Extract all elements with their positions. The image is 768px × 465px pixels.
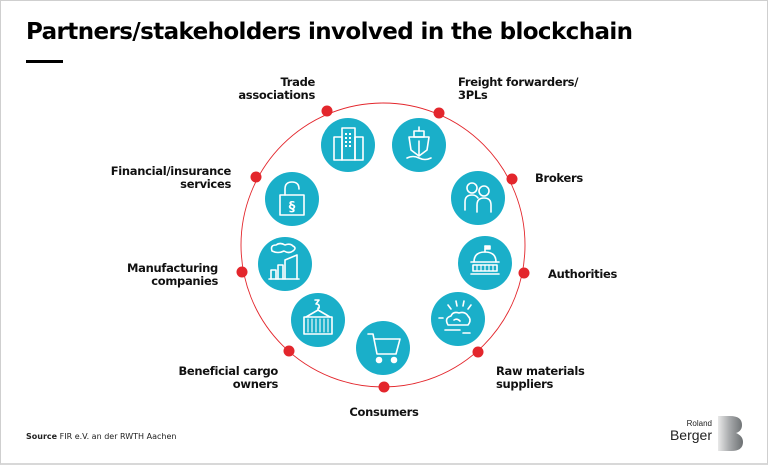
label-line: Authorities: [548, 267, 618, 281]
office-buildings-icon: [333, 127, 364, 161]
label-line: Financial/insurance: [110, 164, 232, 178]
dot-raw-materials: [472, 346, 484, 358]
ship-icon: [406, 126, 432, 161]
dot-financial: [250, 171, 262, 183]
container-crane-icon: [303, 299, 333, 335]
dot-freight-forwarders: [433, 107, 445, 119]
roland-berger-logo-mark: [718, 416, 743, 451]
label-line: Beneficial cargo: [178, 364, 278, 378]
ring-dots: [236, 105, 530, 393]
label-line: suppliers: [496, 377, 553, 391]
source-text: FIR e.V. an der RWTH Aachen: [59, 432, 177, 441]
label-brokers: Brokers: [535, 172, 583, 185]
label-line: Trade: [280, 75, 315, 89]
label-line: 3PLs: [458, 88, 488, 102]
source-label: Source: [26, 432, 58, 441]
label-line: Brokers: [535, 171, 583, 185]
government-building-icon: [470, 245, 500, 275]
label-consumers: Consumers: [334, 406, 434, 419]
label-line: Freight forwarders/: [458, 75, 579, 89]
people-icon: [464, 182, 492, 213]
label-financial-insurance-services: Financial/insurance services: [110, 164, 232, 191]
label-freight-forwarders: Freight forwarders/ 3PLs: [458, 76, 578, 102]
dot-brokers: [506, 173, 518, 185]
label-line: owners: [232, 377, 279, 391]
label-trade-associations: Trade associations: [238, 76, 315, 102]
dot-beneficial-cargo: [283, 345, 295, 357]
label-raw-materials-suppliers: Raw materials suppliers: [496, 365, 585, 391]
label-line: Raw materials: [496, 364, 585, 378]
label-line: companies: [151, 274, 218, 288]
label-manufacturing-companies: Manufacturing companies: [127, 262, 218, 288]
dot-manufacturing: [236, 266, 248, 278]
label-beneficial-cargo-owners: Beneficial cargo owners: [178, 365, 278, 391]
label-line: Consumers: [349, 405, 419, 419]
roland-berger-logo: Roland Berger: [670, 415, 750, 451]
page-title: Partners/stakeholders involved in the bl…: [26, 19, 633, 45]
svg-text:§: §: [289, 200, 296, 215]
shopping-cart-icon: [367, 333, 401, 364]
raw-materials-icon: [438, 300, 472, 334]
source-note: Source FIR e.V. an der RWTH Aachen: [26, 432, 176, 441]
dot-trade-associations: [321, 105, 333, 117]
factory-icon: [268, 242, 300, 280]
label-authorities: Authorities: [548, 268, 617, 281]
logo-line-roland: Roland: [686, 419, 712, 428]
label-line: associations: [238, 88, 315, 102]
title-underline: [26, 60, 63, 63]
dot-authorities: [518, 267, 530, 279]
logo-line-berger: Berger: [669, 427, 712, 443]
dot-consumers: [378, 381, 390, 393]
label-line: services: [180, 177, 231, 191]
padlock-paragraph-icon: §: [279, 181, 305, 216]
label-line: Manufacturing: [127, 261, 218, 275]
